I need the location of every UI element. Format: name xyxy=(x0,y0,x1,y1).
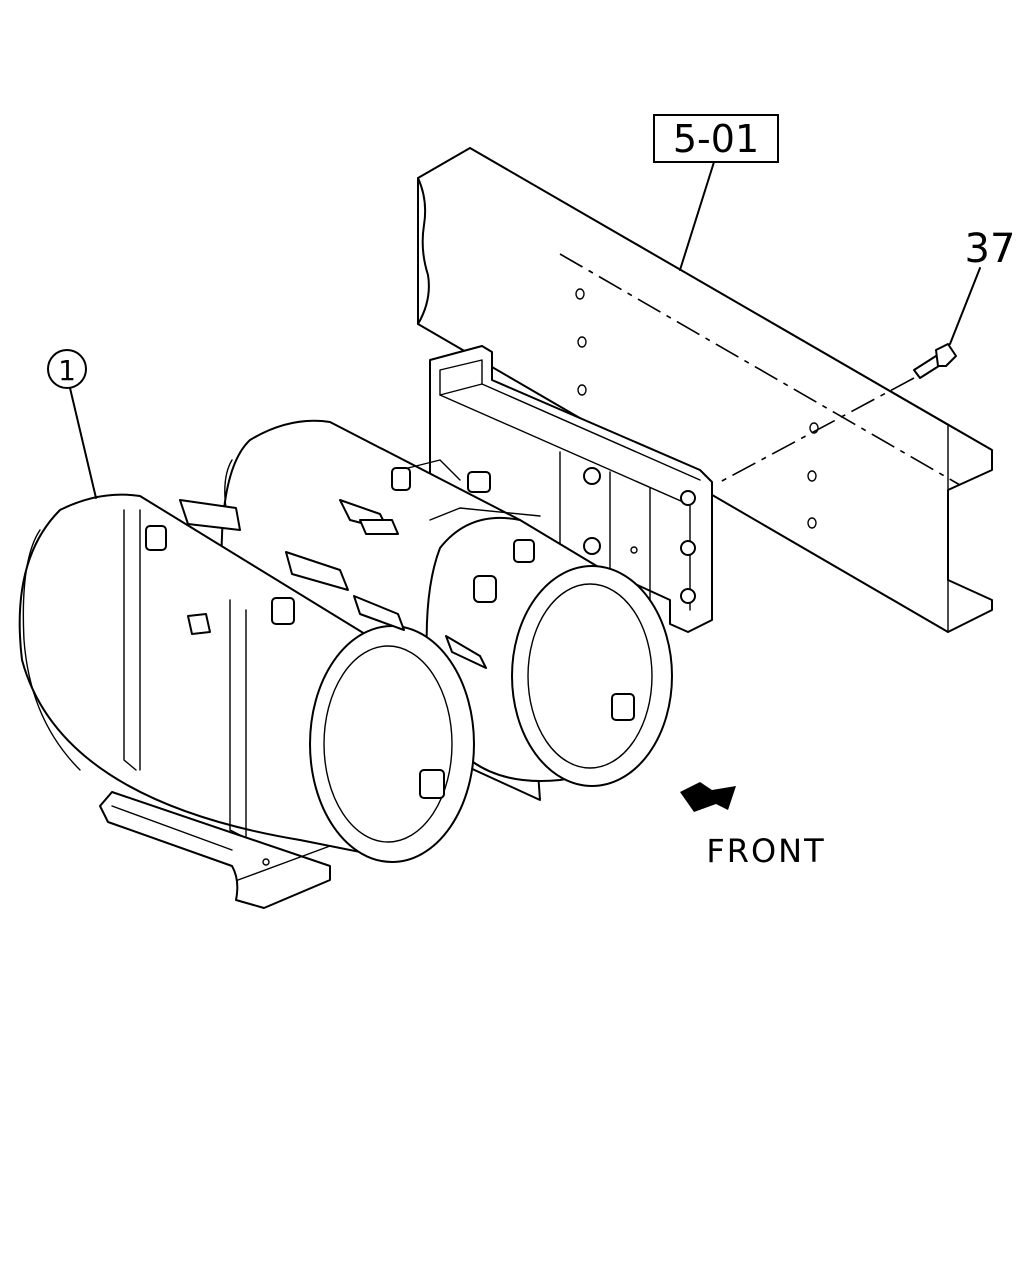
frame-ref-callout: 5-01 xyxy=(653,114,779,163)
frame-ref-leader xyxy=(679,161,715,271)
main-air-tank xyxy=(18,493,475,863)
front-arrow-icon xyxy=(680,782,736,812)
front-direction: FRONT xyxy=(680,782,825,870)
frame-holes xyxy=(575,288,819,529)
front-label: FRONT xyxy=(706,832,825,870)
tank-ref-callout: 1 xyxy=(47,349,87,389)
frame-rail xyxy=(417,147,993,633)
tank-ref-leader xyxy=(69,387,97,499)
bolt-ref-label: 37 xyxy=(965,226,1016,272)
bolt-ref-leader xyxy=(949,267,981,345)
flange-bolt xyxy=(719,343,957,483)
tank-ref-label: 1 xyxy=(58,354,76,387)
frame-ref-label: 5-01 xyxy=(673,117,759,161)
right-air-tank xyxy=(425,507,673,787)
mounting-bracket xyxy=(429,345,713,633)
tank-cradle xyxy=(99,791,331,909)
